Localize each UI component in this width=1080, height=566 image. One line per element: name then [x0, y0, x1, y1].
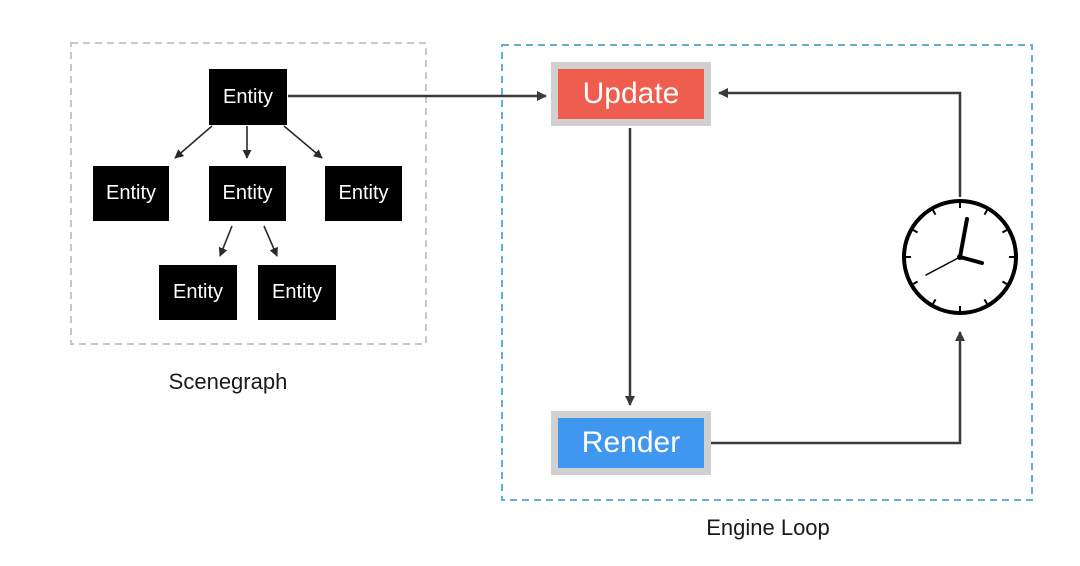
- clock-tick: [1001, 280, 1008, 285]
- scenegraph-boundary: [70, 42, 427, 345]
- clock-tick: [1001, 229, 1008, 234]
- engine-loop-boundary: [501, 44, 1033, 501]
- entity-child-right: Entity: [325, 166, 402, 221]
- clock-tick: [932, 298, 937, 305]
- entity-child-middle: Entity: [209, 166, 286, 221]
- clock-tick: [983, 209, 988, 216]
- tree-edge: [218, 225, 233, 257]
- engine-loop-label: Engine Loop: [706, 515, 830, 540]
- tree-edge: [283, 125, 323, 159]
- entity-root: Entity: [209, 69, 287, 125]
- entity-grandchild-left: Entity: [159, 265, 237, 320]
- entity-child-left: Entity: [93, 166, 169, 221]
- render-node: Render: [551, 411, 711, 475]
- clock-tick: [912, 280, 919, 285]
- update-label: Update: [558, 69, 704, 119]
- tree-edge: [174, 125, 213, 159]
- render-label: Render: [558, 418, 704, 468]
- clock-icon: [902, 199, 1018, 315]
- entity-grandchild-right: Entity: [258, 265, 336, 320]
- clock-tick: [983, 298, 988, 305]
- arrow-render-to-clock: [711, 331, 965, 445]
- arrow-clock-to-update: [718, 88, 962, 197]
- clock-tick: [912, 229, 919, 234]
- scenegraph-label: Scenegraph: [168, 369, 288, 394]
- update-node: Update: [551, 62, 711, 126]
- clock-tick: [932, 209, 937, 216]
- tree-edge: [263, 225, 278, 257]
